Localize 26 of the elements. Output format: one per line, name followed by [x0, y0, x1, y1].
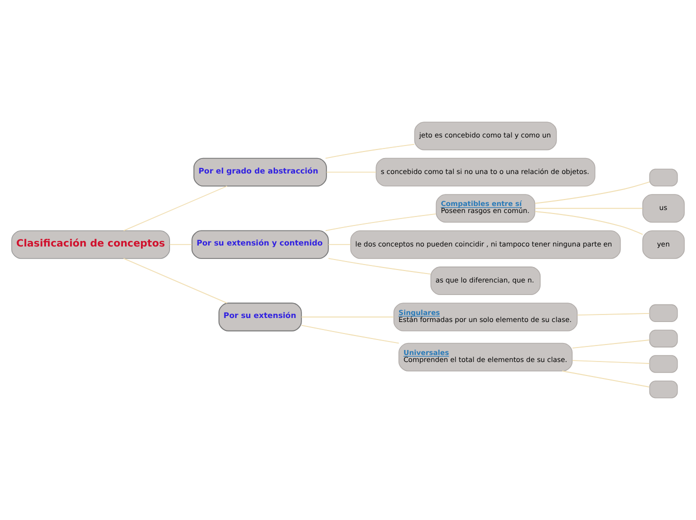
connector — [572, 340, 650, 349]
node-box — [649, 330, 678, 348]
connector — [328, 244, 351, 246]
connector — [534, 211, 644, 235]
node-box — [649, 380, 678, 398]
node-box: Clasificación de conceptos — [11, 230, 170, 259]
connector — [325, 144, 415, 159]
connector — [562, 370, 650, 388]
node-box: Por su extensión y contenido — [192, 230, 329, 259]
node-box: Por el grado de abstracción — [193, 158, 327, 186]
node-box: Por su extensión — [218, 302, 302, 332]
connector — [301, 316, 394, 318]
connector — [576, 313, 650, 316]
node-box — [649, 168, 678, 186]
node-box — [649, 355, 678, 373]
connector — [572, 360, 650, 364]
connector — [169, 244, 192, 246]
connector — [534, 181, 650, 204]
connector — [123, 258, 228, 304]
node-box — [649, 304, 678, 322]
connector — [328, 258, 431, 274]
connector — [301, 324, 400, 344]
connector — [534, 208, 643, 209]
connector — [326, 172, 376, 173]
connector — [325, 214, 436, 232]
connector — [123, 186, 228, 232]
